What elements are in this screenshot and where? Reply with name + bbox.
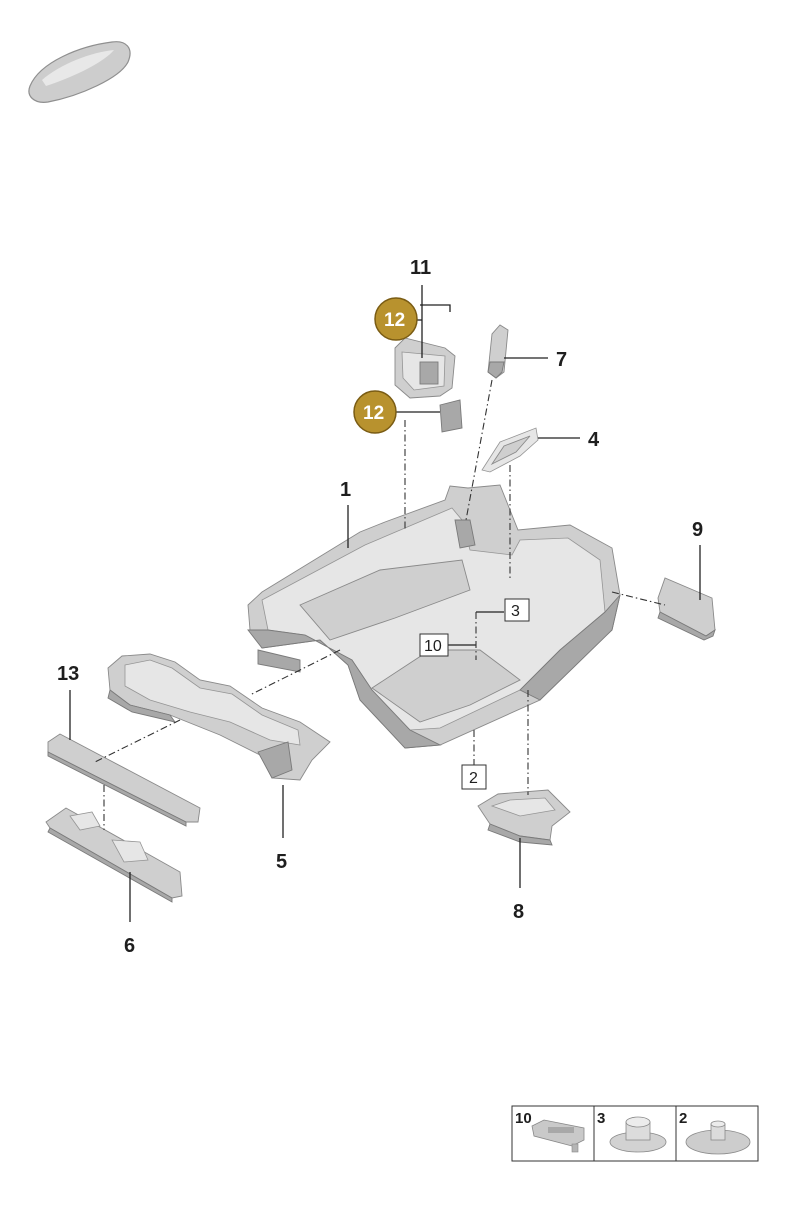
svg-text:3: 3: [511, 603, 520, 620]
clip-10-icon: [531, 1119, 585, 1153]
fastener-2-icon: [685, 1120, 751, 1155]
legend-label-2: 2: [679, 1110, 687, 1127]
car-thumbnail-icon: [28, 41, 131, 103]
fastener-legend: 10 3 2: [511, 1105, 759, 1162]
badge-callout-12-upper: 12: [374, 297, 418, 341]
svg-text:12: 12: [363, 403, 384, 424]
part-7-trim-strip: [487, 324, 509, 379]
legend-label-3: 3: [597, 1110, 605, 1127]
part-11-side-panel: [394, 337, 456, 399]
svg-text:2: 2: [469, 770, 478, 787]
callout-5: 5: [276, 851, 287, 873]
part-5-tunnel-trim: [107, 653, 331, 781]
svg-text:12: 12: [384, 310, 405, 331]
callout-8: 8: [513, 901, 524, 923]
part-13-long-strip: [47, 733, 201, 827]
badge-callout-12-lower: 12: [353, 390, 397, 434]
assembly-lines: [94, 379, 666, 830]
part-8-support: [477, 789, 571, 846]
callout-9: 9: [692, 519, 703, 541]
callout-6: 6: [124, 935, 135, 957]
boxed-callout-10: 10: [419, 633, 449, 657]
boxed-callout-2: 2: [461, 764, 487, 790]
callout-13: 13: [57, 663, 79, 685]
callout-11: 11: [410, 257, 431, 279]
part-6-lower-rail: [45, 807, 183, 903]
part-12-cover-piece: [439, 399, 463, 433]
legend-label-10: 10: [515, 1110, 532, 1127]
callout-7: 7: [556, 349, 567, 371]
part-9-bracket: [657, 577, 716, 641]
callout-4: 4: [588, 429, 600, 451]
svg-text:10: 10: [424, 638, 442, 655]
part-4-mat: [481, 427, 539, 473]
part-1-floor-carpet: [247, 484, 621, 749]
callout-1: 1: [340, 479, 351, 501]
fastener-3-icon: [609, 1116, 667, 1153]
boxed-callout-3: 3: [504, 598, 530, 622]
